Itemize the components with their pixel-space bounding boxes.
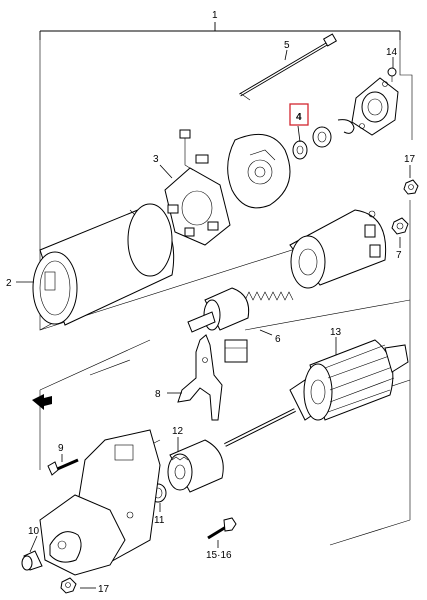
magnetic-switch-solenoid — [289, 209, 387, 289]
drive-housing — [39, 429, 161, 576]
callout-12: 12 — [172, 426, 184, 437]
callout-labels: 1 5 14 4 3 17 2 7 6 13 8 9 12 11 10 15·1… — [6, 10, 416, 595]
screw-14 — [387, 67, 397, 82]
bolt-9 — [47, 458, 79, 476]
callout-11: 11 — [154, 515, 165, 526]
callout-5: 5 — [284, 40, 290, 51]
highlight-box-4 — [289, 103, 309, 126]
callout-17-bottom: 17 — [98, 584, 110, 595]
callout-14: 14 — [386, 47, 398, 58]
return-spring — [244, 291, 294, 301]
yoke-field-frame — [32, 203, 175, 326]
end-frame-plate — [227, 133, 291, 209]
pinion-clutch — [167, 439, 224, 493]
bushing-10 — [21, 550, 43, 571]
nut-7 — [391, 217, 409, 235]
callout-4: 4 — [296, 112, 302, 123]
arrow-marker-icon — [32, 394, 52, 410]
callout-7: 7 — [396, 250, 402, 261]
callout-6: 6 — [275, 334, 281, 345]
armature — [224, 339, 409, 447]
nut-17-top — [403, 179, 419, 195]
callout-17-top: 17 — [404, 154, 416, 165]
brush-holder — [164, 129, 231, 246]
callout-3: 3 — [153, 154, 159, 165]
bolt-15-16 — [207, 517, 237, 540]
callout-9: 9 — [58, 443, 64, 454]
rear-cover-plate — [351, 77, 399, 136]
callout-8: 8 — [155, 389, 161, 400]
callout-1: 1 — [212, 10, 218, 21]
shift-lever — [177, 334, 223, 421]
leader-lines — [16, 49, 411, 589]
callout-13: 13 — [330, 327, 342, 338]
through-bolt — [239, 33, 338, 101]
plunger — [187, 287, 250, 333]
rubber-seal — [224, 339, 248, 363]
callout-2: 2 — [6, 278, 12, 289]
nut-17-bottom — [60, 577, 77, 594]
assembly-bracket — [39, 22, 401, 40]
callout-15-16: 15·16 — [206, 550, 232, 561]
callout-10: 10 — [28, 526, 40, 537]
